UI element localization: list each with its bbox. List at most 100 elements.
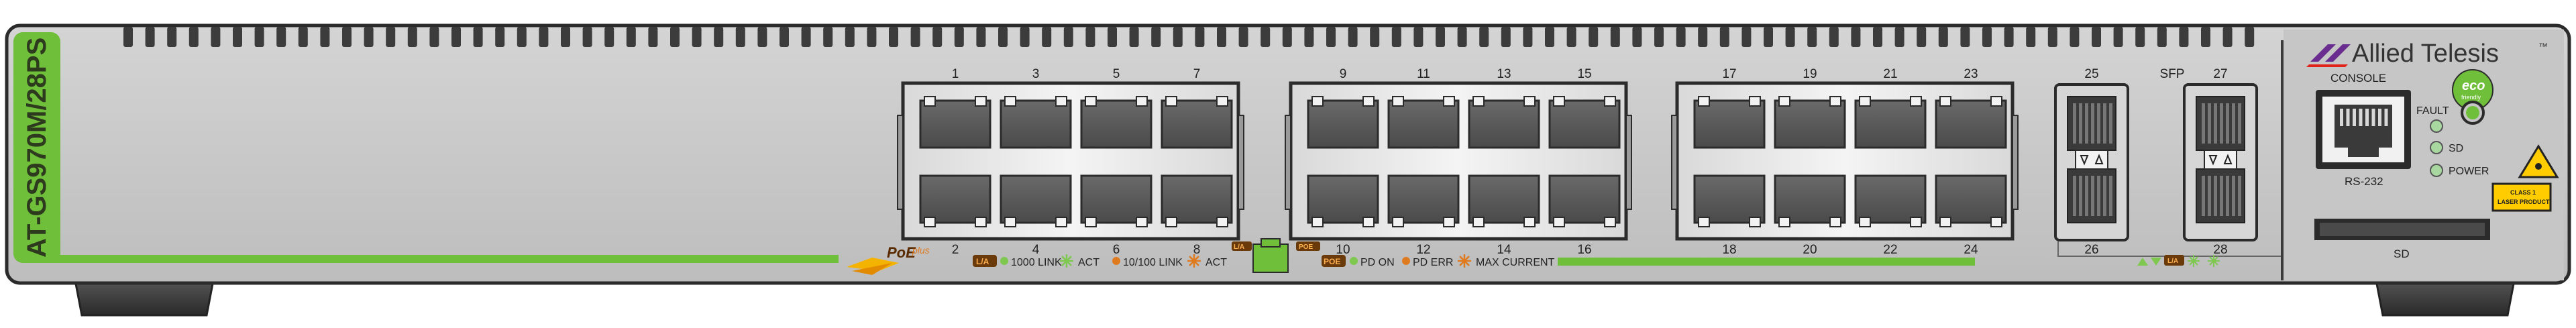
- vent-slot: [320, 27, 330, 47]
- rj45-port[interactable]: [1935, 96, 2007, 149]
- vent-slot: [889, 27, 898, 47]
- console-pins: [2340, 109, 2388, 126]
- rj45-port[interactable]: [1080, 96, 1152, 149]
- vent-slot: [1917, 27, 1927, 47]
- vent-slot: [1479, 27, 1489, 47]
- sfp-activity-icon: [2188, 255, 2200, 267]
- rs232-label: RS-232: [2345, 175, 2383, 188]
- port-led: [924, 217, 936, 227]
- rj45-port[interactable]: [1161, 96, 1233, 149]
- fault-led: [2430, 119, 2443, 133]
- rj45-port[interactable]: [1468, 96, 1540, 149]
- vent-slot: [1632, 27, 1642, 47]
- rj45-port[interactable]: [1080, 174, 1152, 227]
- vent-slot: [582, 27, 592, 47]
- vent-slot: [429, 27, 439, 47]
- sd-slot-label: SD: [2394, 248, 2410, 260]
- port-led: [1553, 217, 1565, 227]
- rj45-port[interactable]: [1693, 174, 1766, 227]
- eco-sub: friendly: [2461, 94, 2481, 101]
- port-led: [1085, 217, 1097, 227]
- rj45-port[interactable]: [1387, 174, 1460, 227]
- port-led: [1829, 96, 1841, 107]
- rj45-port[interactable]: [1000, 174, 1072, 227]
- port-led: [1829, 217, 1841, 227]
- port-led: [1443, 96, 1455, 107]
- vent-slot: [626, 27, 636, 47]
- rj45-port[interactable]: [1774, 96, 1846, 149]
- rj45-port[interactable]: [1161, 174, 1233, 227]
- legend-10100-link: 10/100 LINK: [1123, 257, 1183, 268]
- triangle-up-icon: [2208, 155, 2218, 166]
- management-module: Allied Telesis ™ CONSOLE RS-232 eco frie…: [2281, 30, 2564, 280]
- vent-slot: [1938, 27, 1948, 47]
- rj45-port[interactable]: [1854, 96, 1927, 149]
- vent-slot: [604, 27, 614, 47]
- model-strip: AT-GS970M/28PS: [13, 32, 839, 263]
- rj45-port[interactable]: [1307, 96, 1379, 149]
- port-led: [1859, 217, 1871, 227]
- vent-slot: [189, 27, 199, 47]
- rj45-port[interactable]: [1000, 96, 1072, 149]
- sfp-slot-bottom[interactable]: [2067, 168, 2116, 223]
- port-led: [1939, 217, 1951, 227]
- act-green-icon: [1060, 254, 1073, 268]
- vent-slot: [801, 27, 811, 47]
- port-led: [1165, 217, 1177, 227]
- vent-slot: [495, 27, 505, 47]
- port-number-bottom: 22: [1883, 243, 1897, 257]
- rj45-port[interactable]: [1935, 174, 2007, 227]
- rj45-port[interactable]: [1307, 174, 1379, 227]
- rj45-port[interactable]: [1774, 174, 1846, 227]
- port-led: [1362, 217, 1375, 227]
- laser-warning-icon: CLASS 1 LASER PRODUCT: [2491, 144, 2559, 212]
- rj45-port[interactable]: [919, 96, 991, 149]
- sfp-la-tag: [2164, 255, 2184, 266]
- rj45-port[interactable]: [1693, 96, 1766, 149]
- console-port[interactable]: [2316, 90, 2411, 169]
- vent-slot: [451, 27, 461, 47]
- port-number-bottom: 16: [1577, 243, 1591, 257]
- rj45-port[interactable]: [919, 174, 991, 227]
- vent-slot: [1545, 27, 1554, 47]
- sfp-slot-top[interactable]: [2067, 96, 2116, 151]
- vent-slot: [167, 27, 177, 47]
- vent-slot: [1436, 27, 1445, 47]
- vent-slot: [648, 27, 658, 47]
- port-led: [1604, 96, 1616, 107]
- rj45-port[interactable]: [1468, 174, 1540, 227]
- port-led: [975, 217, 987, 227]
- sd-card-slot[interactable]: [2314, 219, 2490, 240]
- vent-slot: [2179, 27, 2189, 47]
- triangle-up-icon: [2080, 155, 2089, 166]
- center-la-tag: L/A: [1234, 243, 1244, 251]
- vent-slot: [1457, 27, 1467, 47]
- vent-slot: [1348, 27, 1358, 47]
- port-number-bottom: 4: [1032, 243, 1040, 257]
- port-number-top: 1: [952, 67, 959, 81]
- rj45-port[interactable]: [1854, 174, 1927, 227]
- poe-plus-badge: PoE plus: [847, 244, 930, 275]
- sfp-cage: [2183, 83, 2258, 241]
- sfp-number-top: 25: [2084, 67, 2098, 81]
- rj45-port[interactable]: [1387, 96, 1460, 149]
- sfp-slot-bottom[interactable]: [2196, 168, 2245, 223]
- vent-slot: [1260, 27, 1271, 47]
- sfp-number-top: 27: [2213, 67, 2227, 81]
- port-led: [1604, 217, 1616, 227]
- sfp-slot-top[interactable]: [2196, 96, 2245, 151]
- port-number-bottom: 10: [1336, 243, 1350, 257]
- vent-slot: [1085, 27, 1095, 47]
- vent-slot: [517, 27, 527, 47]
- rj45-port[interactable]: [1548, 174, 1621, 227]
- port-led: [1472, 217, 1485, 227]
- port-led: [1523, 96, 1536, 107]
- vent-slot: [1195, 27, 1205, 47]
- vent-slot: [2157, 27, 2167, 47]
- vent-slot: [1326, 27, 1336, 47]
- rj45-port[interactable]: [1548, 96, 1621, 149]
- vent-slot: [1589, 27, 1599, 47]
- allied-telesis-logo: Allied Telesis ™: [2306, 40, 2548, 68]
- port-number-bottom: 2: [952, 243, 959, 257]
